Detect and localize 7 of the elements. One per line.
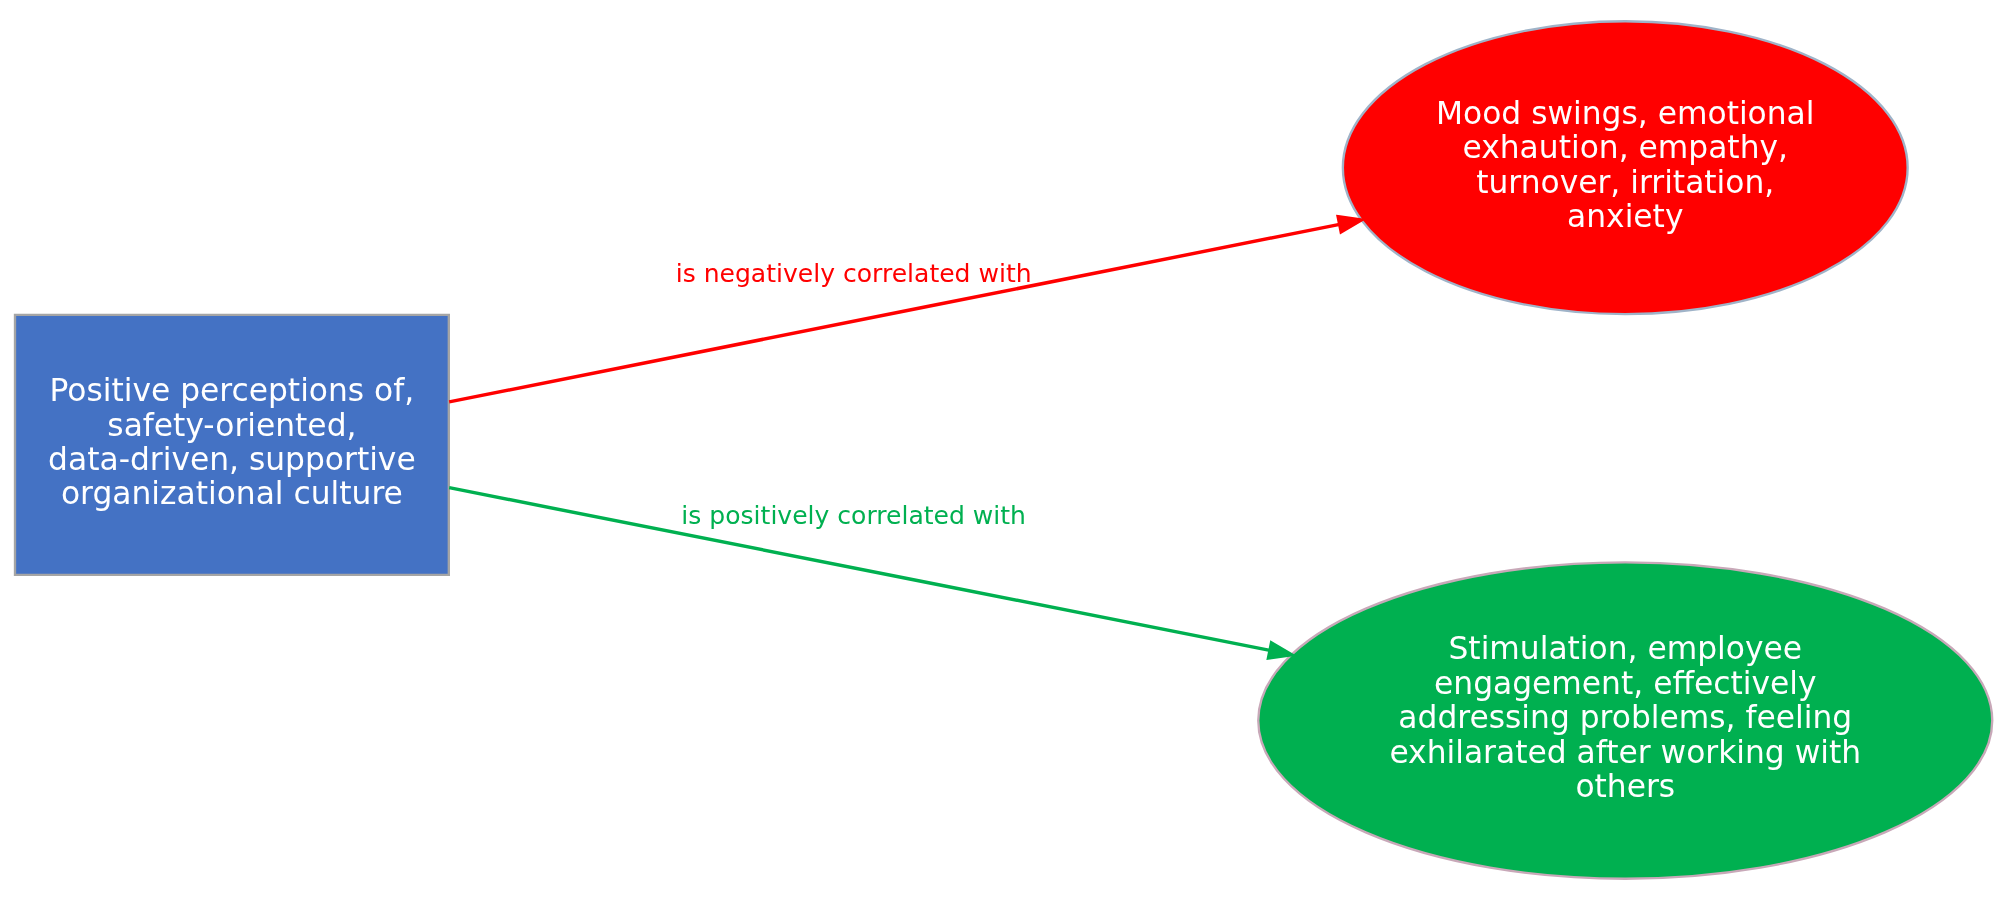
node-box: Positive perceptions of, safety-oriented, data-driven, supportive organizational culture: [13, 313, 450, 577]
edge-label: is negatively correlated with: [675, 258, 1032, 288]
node-ellipse: Mood swings, emotional exhaution, empathy, turnover, irritation, anxiety: [1341, 20, 1909, 316]
node-ellipse: Stimulation, employee engagement, effectively addressing problems, feeling exhilarated after working with others: [1257, 561, 1994, 880]
arrow: [448, 214, 1367, 404]
edge-label: is positively correlated with: [681, 501, 1026, 531]
arrow: [448, 486, 1297, 660]
